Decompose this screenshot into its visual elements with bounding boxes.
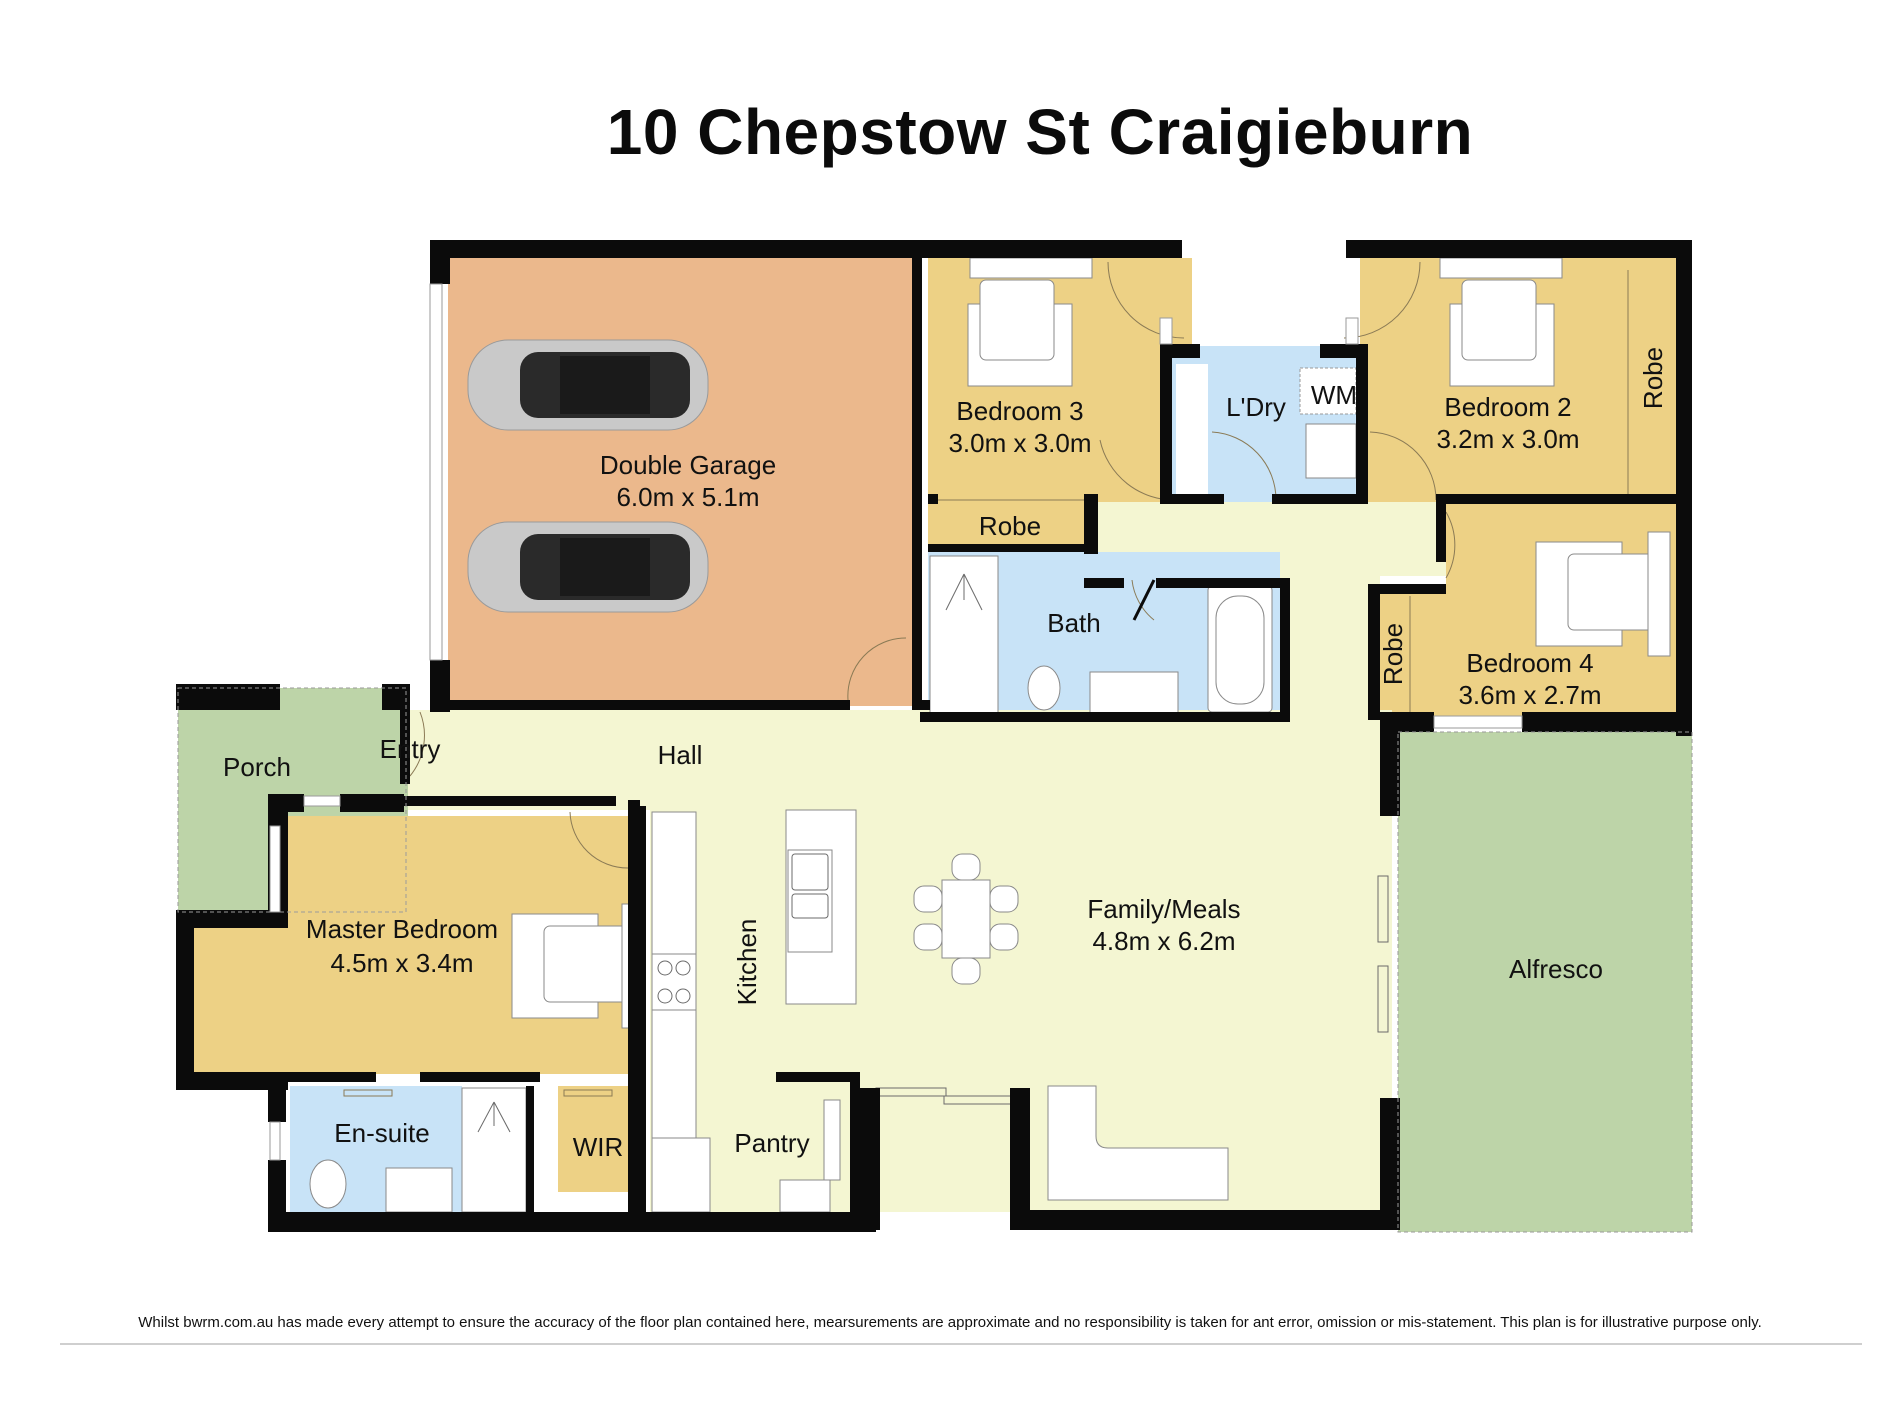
door-swing <box>1369 431 1437 501</box>
door-swings <box>409 261 1456 869</box>
kitchen-label: Kitchen <box>732 919 762 1006</box>
washing-machine-label: WM <box>1311 380 1357 410</box>
door-swing <box>1211 431 1277 501</box>
toilet-icon <box>1027 665 1061 711</box>
master-alcove-floor <box>194 926 290 1074</box>
door-swing <box>1445 511 1456 579</box>
door-swing <box>1131 579 1155 621</box>
window <box>1433 715 1523 729</box>
master-size: 4.5m x 3.4m <box>330 948 473 978</box>
car-icon <box>467 521 709 613</box>
basin-icon <box>1089 671 1179 717</box>
window <box>429 283 443 661</box>
bed-icon <box>967 257 1093 387</box>
room-labels: Double Garage 6.0m x 5.1m Bedroom 3 3.0m… <box>223 347 1668 1162</box>
laundry-label: L'Dry <box>1226 392 1286 422</box>
sofa-icon <box>1047 1085 1229 1201</box>
footer-divider <box>60 1343 1862 1345</box>
garage-label: Double Garage <box>600 450 776 480</box>
bedroom4-label: Bedroom 4 <box>1466 648 1593 678</box>
robe-b3-label: Robe <box>979 511 1041 541</box>
bedroom4-size: 3.6m x 2.7m <box>1458 680 1601 710</box>
bath-label: Bath <box>1047 608 1101 638</box>
hall-label: Hall <box>658 740 703 770</box>
fixtures <box>309 257 1671 1213</box>
dining-table-icon <box>941 879 991 959</box>
entry-label: Entry <box>380 734 441 764</box>
family-size: 4.8m x 6.2m <box>1092 926 1235 956</box>
wir-label: WIR <box>573 1132 624 1162</box>
window <box>1345 317 1359 345</box>
window <box>269 1121 281 1161</box>
car-icon <box>467 339 709 431</box>
door-swing <box>1343 261 1421 339</box>
double-sink-icon <box>787 849 833 953</box>
robe-b2-label: Robe <box>1638 347 1668 409</box>
robe-b4-label: Robe <box>1378 623 1408 685</box>
porch-label: Porch <box>223 752 291 782</box>
outdoor-edges <box>177 687 1693 1233</box>
laundry-bench <box>1176 364 1208 500</box>
window <box>269 825 281 913</box>
basin-icon <box>385 1167 453 1213</box>
toilet-icon <box>309 1159 347 1209</box>
cooktop-icon <box>651 953 697 1011</box>
hall-mid-floor <box>1280 576 1380 716</box>
door-swing <box>409 711 425 777</box>
family-label: Family/Meals <box>1087 894 1240 924</box>
disclaimer-text: Whilst bwrm.com.au has made every attemp… <box>138 1314 1762 1331</box>
pantry-label: Pantry <box>734 1128 809 1158</box>
alfresco-floor <box>1398 732 1692 1232</box>
window <box>1159 317 1173 345</box>
bedroom3-label: Bedroom 3 <box>956 396 1083 426</box>
bedroom2-label: Bedroom 2 <box>1444 392 1571 422</box>
robe-b3-floor <box>928 502 1088 546</box>
window <box>303 795 341 807</box>
garage-size: 6.0m x 5.1m <box>616 482 759 512</box>
laundry-sink-icon <box>1305 423 1357 479</box>
bed-icon <box>1439 257 1563 387</box>
bed-icon <box>1535 531 1671 657</box>
door-swing <box>569 811 629 869</box>
bedroom2-size: 3.2m x 3.0m <box>1436 424 1579 454</box>
windows <box>269 283 1523 1161</box>
alfresco-label: Alfresco <box>1509 954 1603 984</box>
door-swing <box>847 637 907 701</box>
hall-floor <box>408 710 1392 810</box>
bed-icon <box>511 903 641 1029</box>
master-label: Master Bedroom <box>306 914 498 944</box>
ensuite-label: En-suite <box>334 1118 429 1148</box>
wir-floor <box>558 1086 640 1192</box>
garage-floor <box>448 258 920 706</box>
bedroom3-size: 3.0m x 3.0m <box>948 428 1091 458</box>
washing-machine-box <box>1299 367 1357 415</box>
page-title: 10 Chepstow St Craigieburn <box>606 96 1474 168</box>
